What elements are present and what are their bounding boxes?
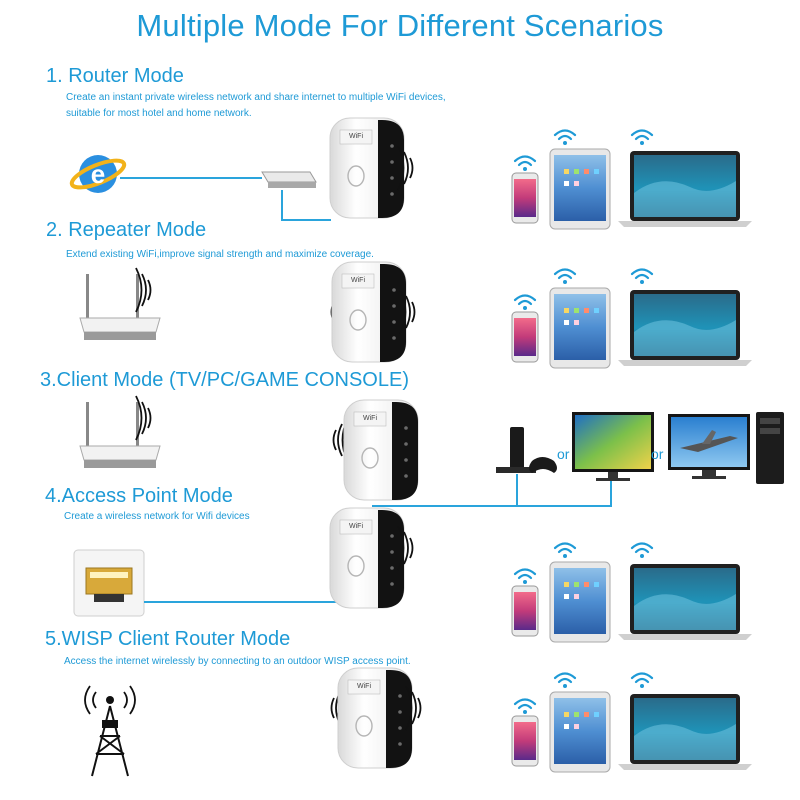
wisp-mode-heading: 5.WISP Client Router Mode bbox=[45, 628, 291, 650]
client-devices-wisp-mode bbox=[505, 688, 765, 788]
svg-text:WiFi: WiFi bbox=[351, 277, 365, 284]
access-point-mode-heading: 4.Access Point Mode bbox=[45, 485, 233, 507]
or-label-2: or bbox=[651, 446, 664, 462]
modem-icon bbox=[261, 171, 317, 188]
repeater-device-wisp-mode: WiFi bbox=[330, 667, 422, 769]
desktop-pc-icon bbox=[668, 412, 784, 484]
or-label-1: or bbox=[557, 446, 570, 462]
repeater-device-repeater-mode: WiFi bbox=[330, 261, 416, 363]
repeater-device-ap-mode: WiFi bbox=[329, 507, 414, 609]
router-icon-client-mode bbox=[79, 395, 161, 469]
router-icon-repeater-mode bbox=[79, 267, 161, 341]
client-mode-heading: 3.Client Mode (TV/PC/GAME CONSOLE) bbox=[40, 369, 409, 391]
access-point-mode-desc: Create a wireless network for Wifi devic… bbox=[64, 511, 250, 522]
svg-text:WiFi: WiFi bbox=[349, 133, 363, 140]
wisp-tower-icon bbox=[84, 685, 136, 777]
repeater-mode-heading: 2. Repeater Mode bbox=[46, 219, 207, 241]
client-devices-ap-mode bbox=[505, 538, 765, 638]
internet-explorer-icon: e bbox=[69, 155, 127, 193]
ethernet-port-icon bbox=[73, 549, 145, 617]
client-devices-router-mode bbox=[505, 145, 765, 235]
wisp-mode-desc: Access the internet wirelessly by connec… bbox=[64, 656, 411, 667]
router-mode-desc-line-1: Create an instant private wireless netwo… bbox=[66, 92, 446, 103]
repeater-device-router-mode: WiFi bbox=[329, 117, 414, 219]
repeater-mode-desc: Extend existing WiFi,improve signal stre… bbox=[66, 249, 374, 260]
svg-text:WiFi: WiFi bbox=[357, 683, 371, 690]
router-mode-heading: 1. Router Mode bbox=[46, 65, 184, 87]
client-devices-repeater-mode bbox=[505, 288, 765, 378]
router-mode-desc-line-2: suitable for most hotel and home network… bbox=[66, 108, 252, 119]
svg-text:WiFi: WiFi bbox=[363, 415, 377, 422]
svg-text:e: e bbox=[91, 159, 105, 189]
game-console-icon bbox=[496, 427, 557, 473]
svg-text:WiFi: WiFi bbox=[349, 523, 363, 530]
tv-icon bbox=[572, 412, 654, 481]
repeater-device-client-mode: WiFi bbox=[332, 399, 419, 501]
page-title: Multiple Mode For Different Scenarios bbox=[136, 8, 664, 43]
